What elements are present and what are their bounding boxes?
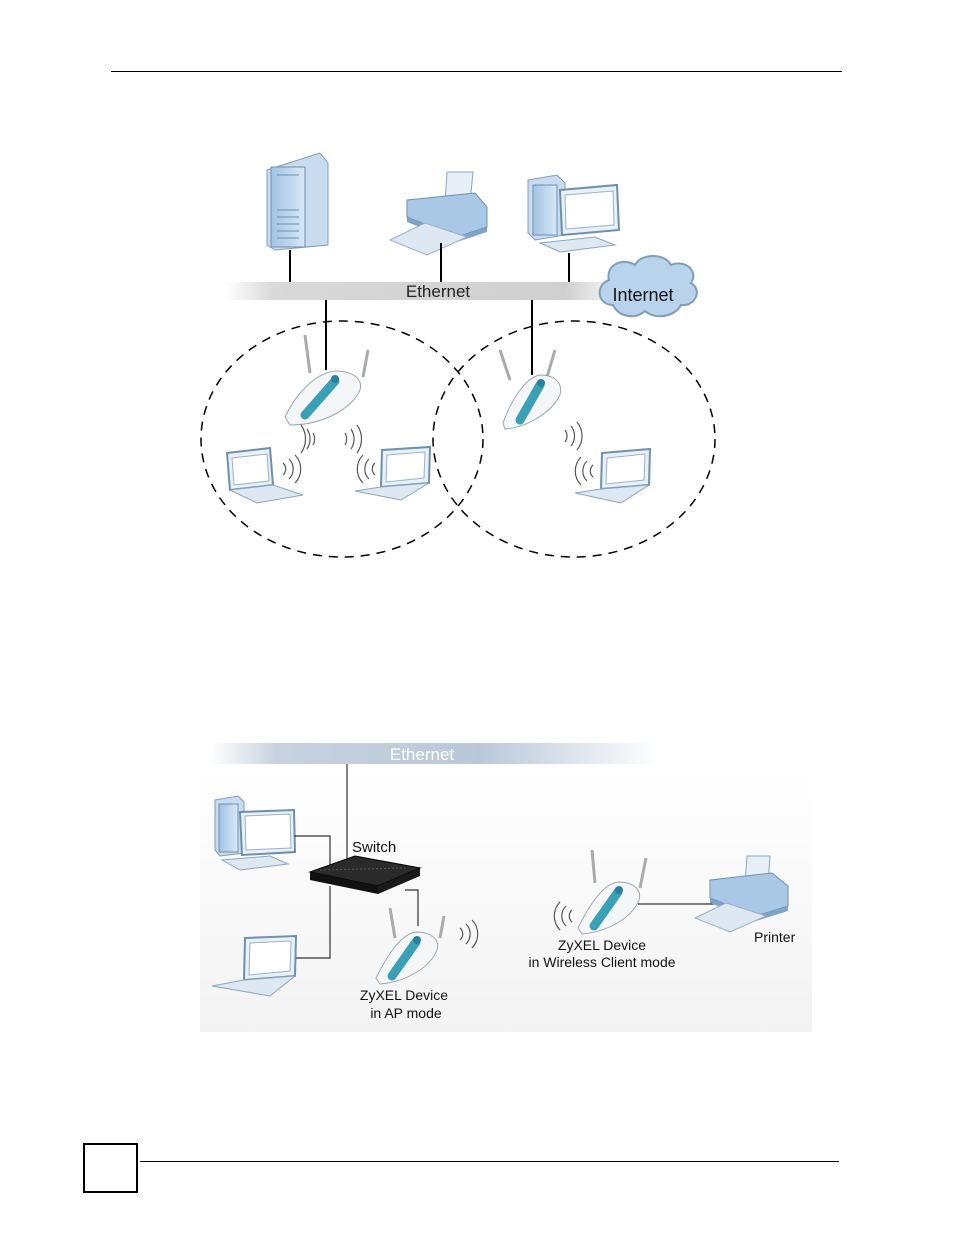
printer-icon [390,172,487,255]
coverage-area-left [201,321,483,557]
wireless-signal-icon [357,455,375,483]
laptop-icon [355,447,430,500]
cloud-icon: Internet [600,256,697,316]
figure-wds-network: Ethernet Internet [195,145,725,575]
ap-device-label-line1: ZyXEL Device [360,987,448,1003]
ethernet-bar: Ethernet [225,282,625,301]
ap-device-label-line2: in AP mode [370,1005,442,1021]
desktop-computer-icon [528,175,619,252]
wireless-signal-icon [301,425,362,453]
switch-label: Switch [352,839,396,856]
ethernet-label: Ethernet [390,745,455,764]
server-icon [267,153,328,250]
laptop-icon [575,449,650,503]
figure-wireless-client-network: Ethernet Switch ZyXEL Device in AP mode [200,738,812,1033]
client-device-label-line1: ZyXEL Device [558,937,646,953]
wireless-signal-icon [565,422,582,450]
ethernet-bar: Ethernet [210,743,660,764]
access-point-icon [500,350,561,429]
client-device-label-line2: in Wireless Client mode [528,954,675,970]
printer-label: Printer [754,929,796,945]
wireless-signal-icon [283,455,301,483]
ethernet-label: Ethernet [406,282,471,301]
header-rule [111,71,842,72]
internet-label: Internet [612,285,673,305]
page-number-box [83,1143,138,1193]
footer-rule [140,1161,839,1162]
wireless-signal-icon [575,457,593,485]
